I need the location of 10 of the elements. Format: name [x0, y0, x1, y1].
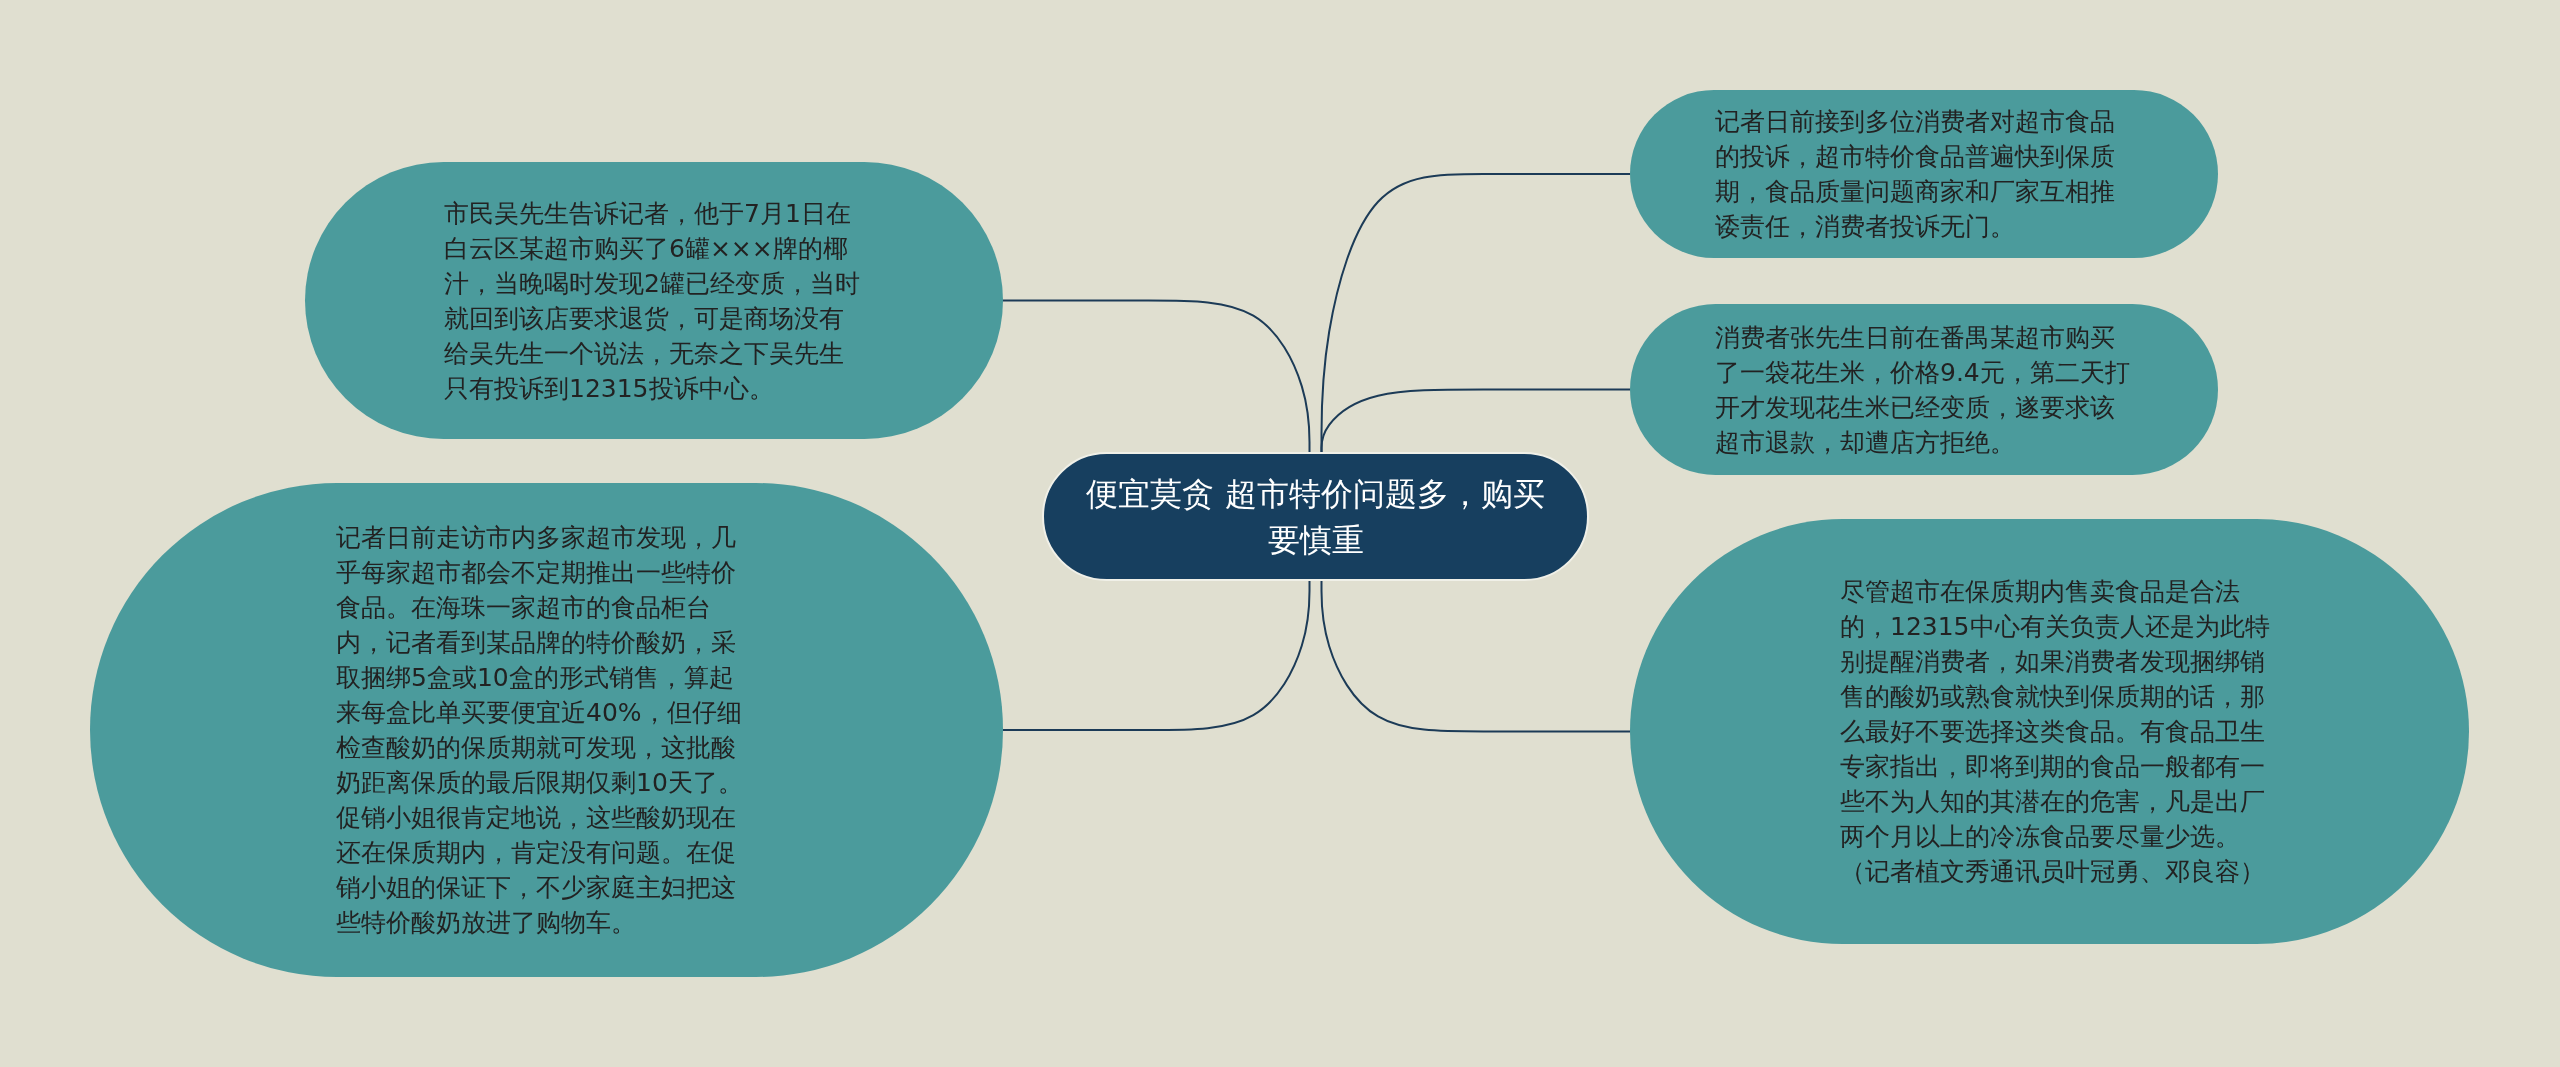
- note-text: 记者日前走访市内多家超市发现，几乎每家超市都会不定期推出一些特价食品。在海珠一家超市的食品柜台内，记者看到某品牌的特价酸奶，采取捆绑5盒或10盒的形式销售，算起来每盒比单买要便宜近40%，但仔细检查酸奶的保质期就可发现，这批酸奶距离保质的最后限期仅剩10天了。促销小姐很肯定地说，这些酸奶现在还在保质期内，肯定没有问题。在促销小姐的保证下，不少家庭主妇把这些特价酸奶放进了购物车。: [336, 522, 744, 939]
- connector-curve: [1002, 580, 1311, 731]
- connector-curve: [1002, 299, 1311, 453]
- connector-curve: [1320, 388, 1631, 453]
- note-text: 消费者张先生日前在番禺某超市购买了一袋花生米，价格9.4元，第二天打开才发现花生米已经变质，遂要求该超市退款，却遭店方拒绝。: [1715, 321, 2131, 459]
- note-text: 尽管超市在保质期内售卖食品是合法的，12315中心有关负责人还是为此特别提醒消费者，如果消费者发现捆绑销售的酸奶或熟食就快到保质期的话，那么最好不要选择这类食品。有食品卫生专家指出，即将到期的食品一般都有一些不为人知的其潜在的危害，凡是出厂两个月以上的冷冻食品要尽量少选。（记者植文秀通讯员叶冠勇、邓良容）: [1840, 576, 2270, 888]
- note-text: 记者日前接到多位消费者对超市食品的投诉，超市特价食品普遍快到保质期，食品质量问题商家和厂家互相推诿责任，消费者投诉无门。: [1715, 106, 2116, 243]
- note-text: 市民吴先生告诉记者，他于7月1日在白云区某超市购买了6罐×××牌的椰汁，当晚喝时发现2罐已经变质，当时就回到该店要求退货，可是商场没有给吴先生一个说法，无奈之下吴先生只有投诉到12315投诉中心。: [444, 197, 861, 405]
- topic-text: 便宜莫贪 超市特价问题多，购买要慎重: [1085, 473, 1546, 561]
- connector-curve: [1320, 580, 1631, 733]
